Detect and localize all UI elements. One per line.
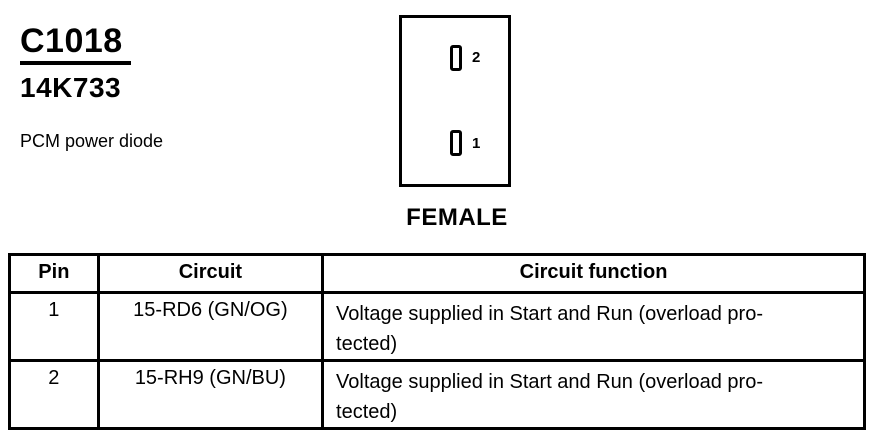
- part-number: 14K733: [20, 72, 122, 103]
- connector-id: C1018: [20, 24, 131, 65]
- pinout-table: Pin Circuit Circuit function 1 15-RD6 (G…: [8, 253, 866, 430]
- table-row: 2 15-RH9 (GN/BU) Voltage supplied in Sta…: [8, 359, 866, 430]
- circuit-function-cell: Voltage supplied in Start and Run (overl…: [321, 359, 866, 430]
- circuit-function-text-line1: Voltage supplied in Start and Run (overl…: [336, 303, 763, 325]
- table-header-row: Pin Circuit Circuit function: [8, 253, 866, 294]
- connector-gender-label: FEMALE: [406, 204, 508, 231]
- pin-cavity-2: [450, 45, 462, 71]
- circuit-function-text-line2: tected): [336, 401, 398, 423]
- pin-cavity-2-label: 2: [472, 49, 481, 66]
- column-header-pin: Pin: [8, 253, 100, 294]
- circuit-cell: 15-RH9 (GN/BU): [96, 359, 325, 430]
- pin-number-cell: 1: [8, 291, 100, 362]
- circuit-cell: 15-RD6 (GN/OG): [96, 291, 325, 362]
- circuit-function-cell: Voltage supplied in Start and Run (overl…: [321, 291, 866, 362]
- pin-cavity-1-label: 1: [472, 135, 481, 152]
- connector-description: PCM power diode: [20, 131, 164, 151]
- pin-number-cell: 2: [8, 359, 100, 430]
- pin-cavity-1: [450, 130, 462, 156]
- connector-header: C1018 14K733 PCM power diode: [20, 24, 163, 150]
- circuit-function-text-line1: Voltage supplied in Start and Run (overl…: [336, 371, 763, 393]
- column-header-circuit-function: Circuit function: [321, 253, 866, 294]
- connector-diagram: 2 1: [399, 15, 511, 187]
- table-row: 1 15-RD6 (GN/OG) Voltage supplied in Sta…: [8, 291, 866, 362]
- column-header-circuit: Circuit: [96, 253, 325, 294]
- circuit-function-text-line2: tected): [336, 333, 398, 355]
